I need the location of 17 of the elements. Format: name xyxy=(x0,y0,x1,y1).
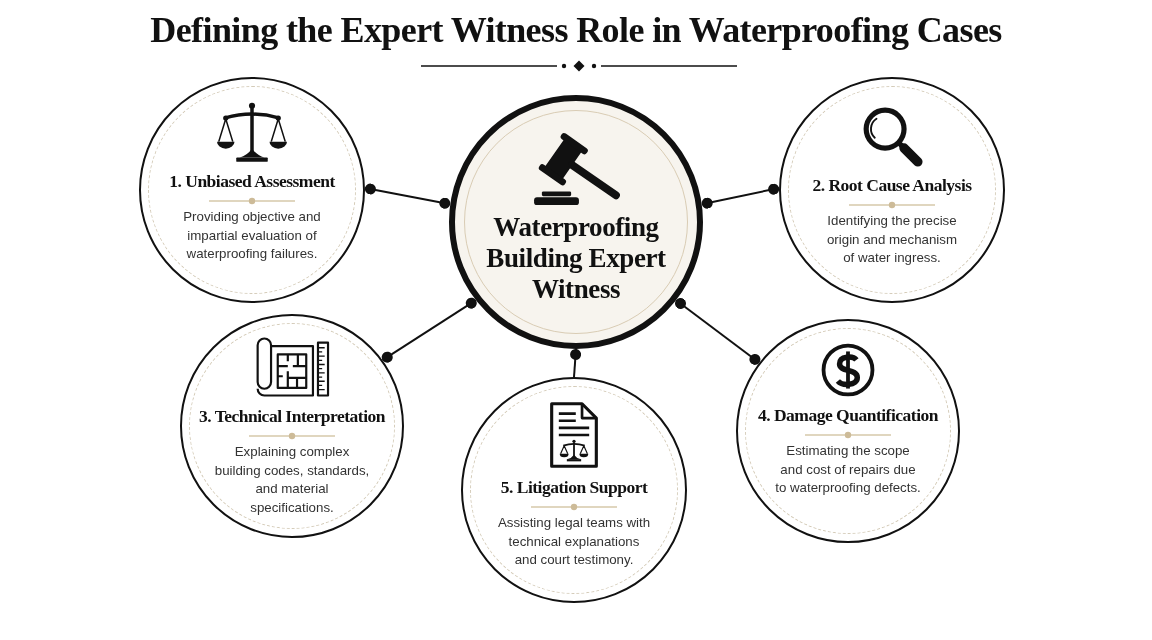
connector-line xyxy=(700,183,780,209)
topic-description: Assisting legal teams with technical explanations and court testimony. xyxy=(496,514,652,569)
title: Defining the Expert Witness Role in Waterproofing Cases xyxy=(150,9,1002,51)
topic-description: Providing objective and impartial evaluation of waterproofing failures. xyxy=(182,208,322,263)
center-title: Waterproofing Building Expert Witness xyxy=(485,212,667,305)
topic-heading: 3. Technical Interpretation xyxy=(199,405,385,428)
topic-heading: 5. Litigation Support xyxy=(500,476,648,499)
connector-line xyxy=(675,298,761,365)
topic-heading: 1. Unbiased Assessment xyxy=(169,170,335,193)
topic-description: Estimating the scope and cost of repairs due to waterproofing defects. xyxy=(774,442,922,497)
topic-heading: 2. Root Cause Analysis xyxy=(812,174,972,197)
connector-line xyxy=(381,297,477,363)
topic-description: Explaining complex building codes, standards, and material specifications. xyxy=(213,443,371,517)
topic-description: Identifying the precise origin and mechanism of water ingress. xyxy=(825,212,959,267)
connector-line xyxy=(570,348,582,378)
connector-line xyxy=(364,183,452,209)
topic-heading: 4. Damage Quantification xyxy=(758,404,938,427)
